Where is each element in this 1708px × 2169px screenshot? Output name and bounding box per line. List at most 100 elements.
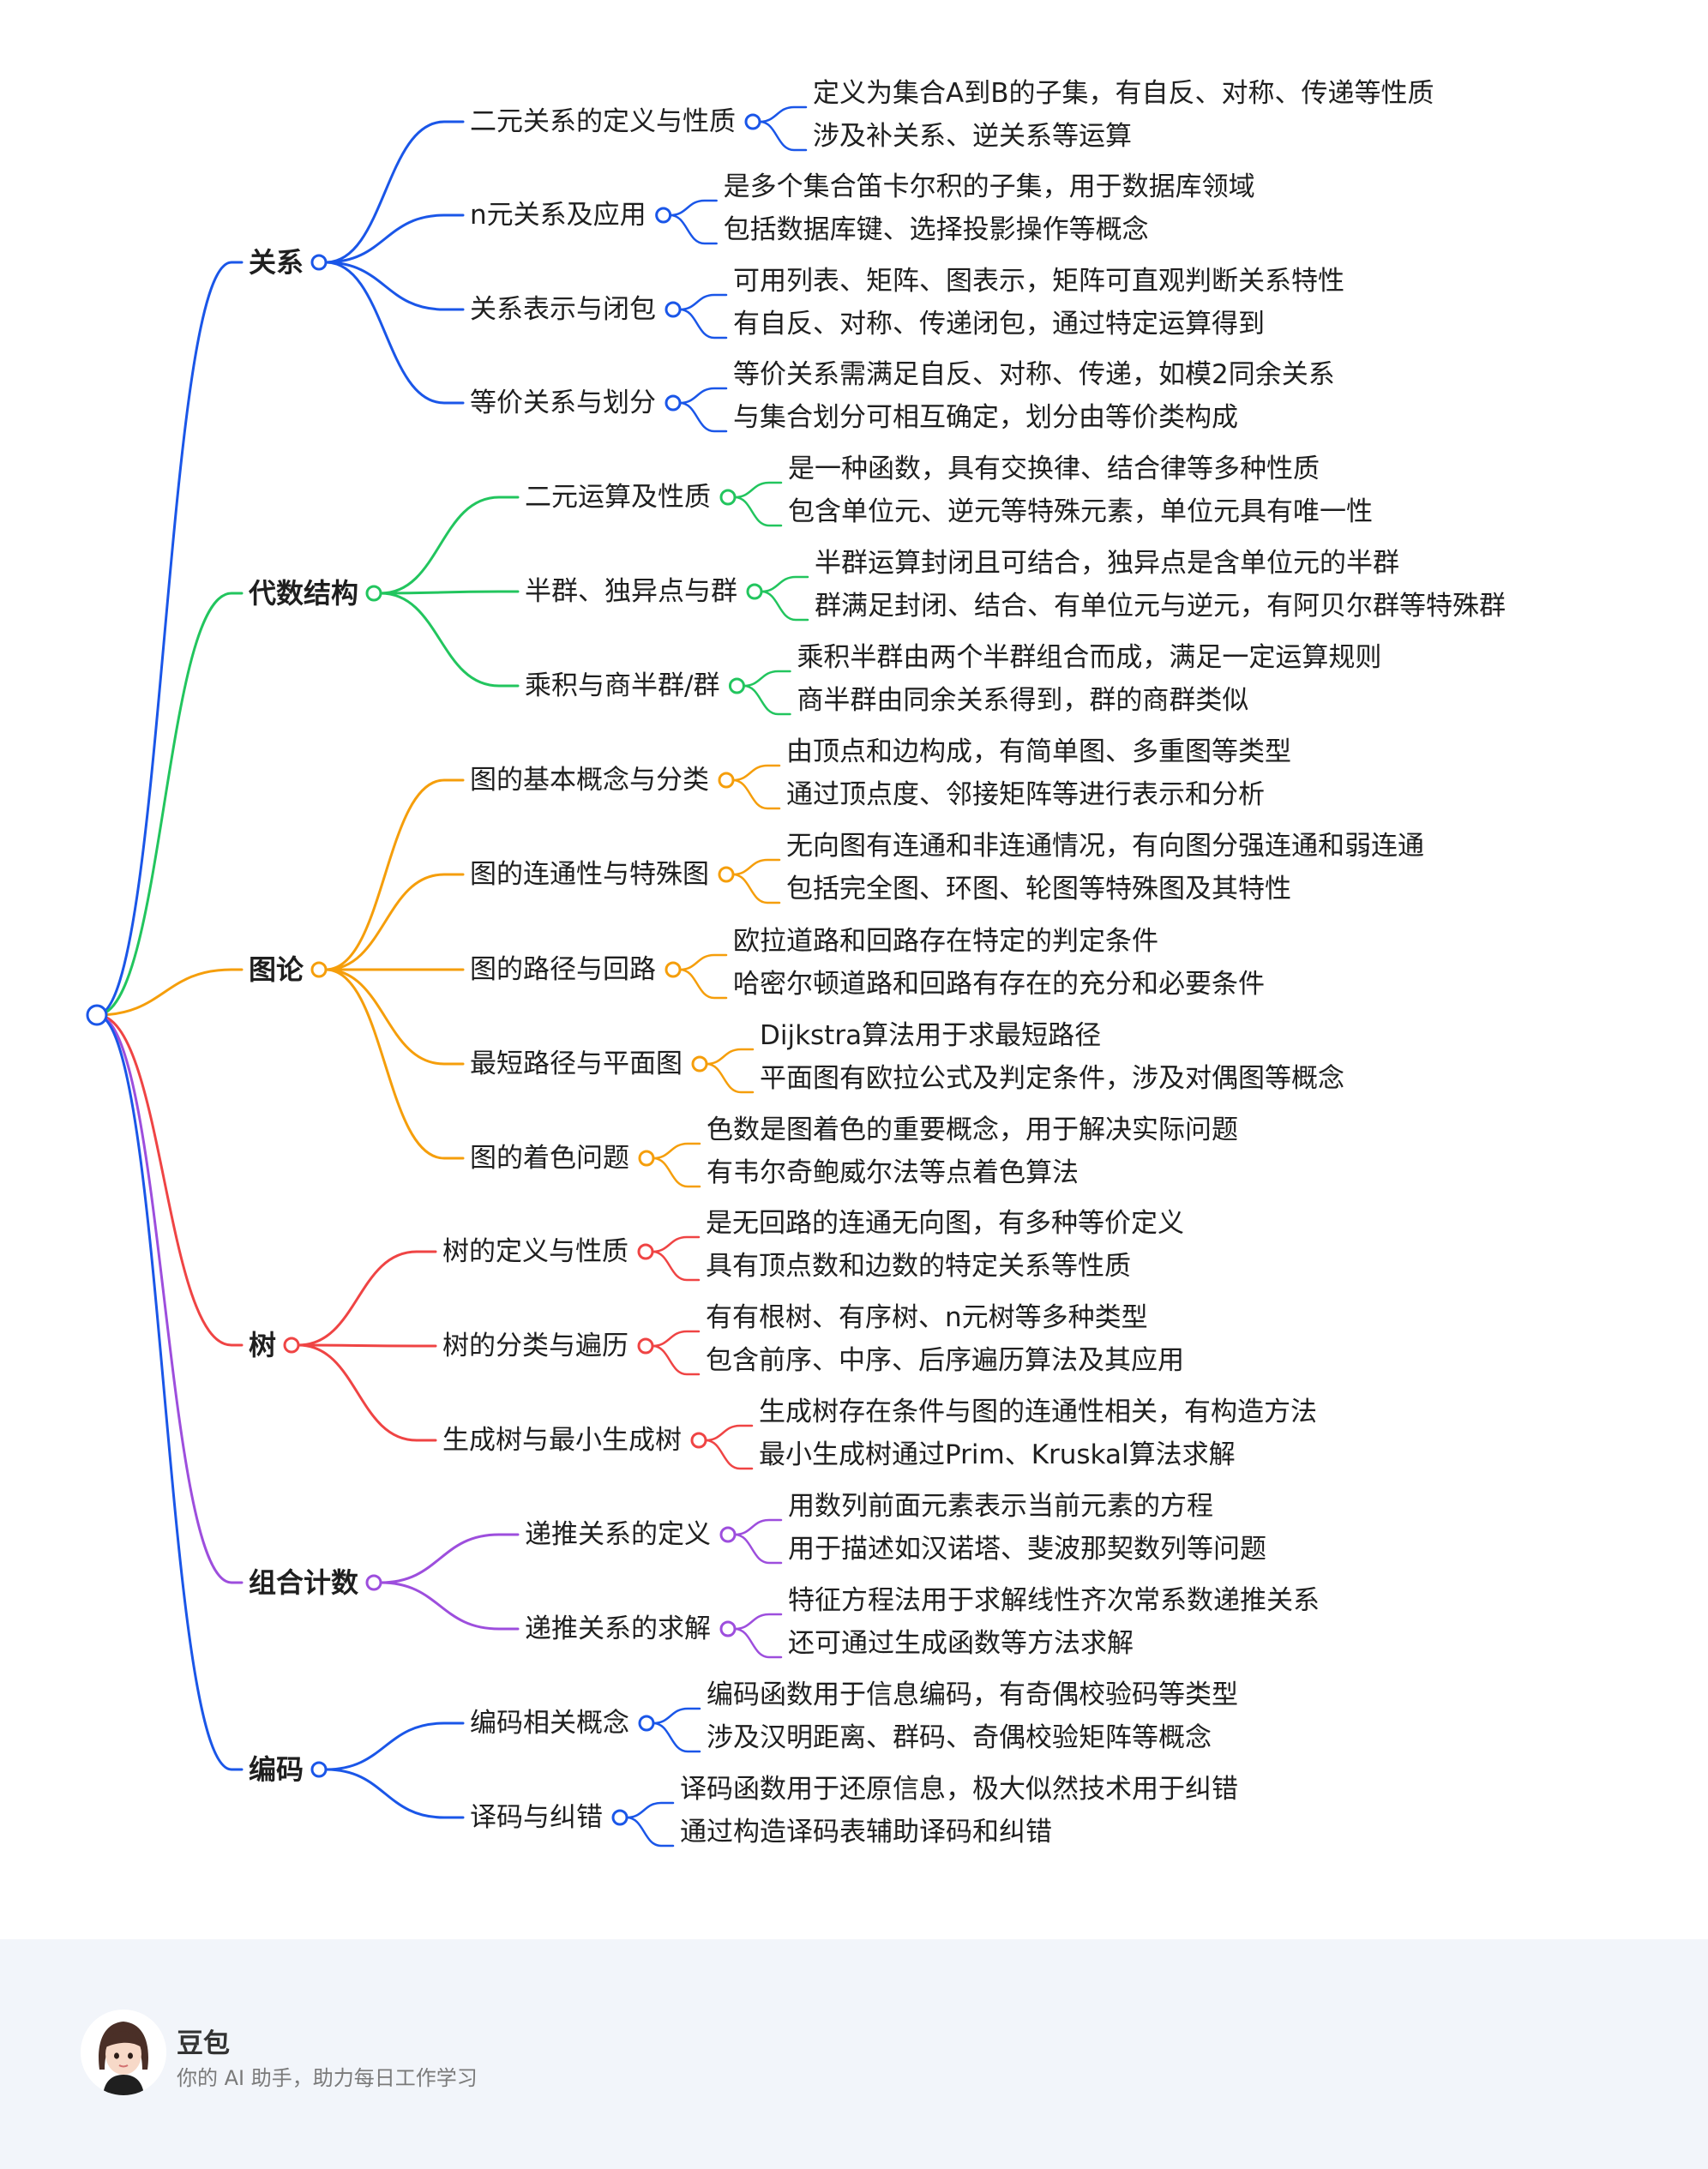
subtopic-toggle-node[interactable]: [637, 1337, 654, 1355]
branch-link: [379, 1533, 520, 1584]
subtopic-toggle-node[interactable]: [665, 394, 682, 412]
leaf-label: 有自反、对称、传递闭包，通过特定运算得到: [732, 309, 1265, 339]
subtopic-toggle-node[interactable]: [638, 1150, 655, 1167]
branch-link: [705, 1048, 755, 1066]
subtopic-label: n元关系及应用: [470, 200, 647, 231]
branch-link: [652, 1721, 701, 1753]
subtopic-label: 编码相关概念: [470, 1708, 629, 1739]
branch-link: [760, 590, 809, 622]
category-toggle-node[interactable]: [310, 1761, 328, 1778]
category-toggle-node[interactable]: [365, 1574, 382, 1591]
leaf-label: 可用列表、矩阵、图表示，矩阵可直观判断关系特性: [732, 266, 1344, 297]
leaf-label: 定义为集合A到B的子集，有自反、对称、传递等性质: [812, 78, 1434, 109]
leaf-label: 有韦尔奇鲍威尔法等点着色算法: [706, 1157, 1079, 1188]
subtopic-label: 译码与纠错: [470, 1802, 603, 1833]
category-label: 图论: [249, 953, 304, 986]
subtopic-toggle-node[interactable]: [719, 1620, 737, 1637]
category-toggle-node[interactable]: [283, 1337, 300, 1354]
subtopic-toggle-node[interactable]: [719, 489, 737, 506]
category-label: 代数结构: [249, 577, 359, 610]
branch-link: [758, 105, 808, 123]
branch-link: [297, 1343, 437, 1442]
subtopic-label: 递推关系的求解: [525, 1613, 711, 1644]
subtopic-toggle-node[interactable]: [744, 113, 761, 130]
category-toggle-node[interactable]: [310, 254, 328, 271]
branch-link: [651, 1235, 701, 1253]
category-label: 编码: [249, 1753, 304, 1786]
branch-link: [652, 1707, 701, 1725]
leaf-label: 等价关系需满足自反、对称、传递，如模2同余关系: [732, 359, 1335, 390]
leaf-label: Dijkstra算法用于求最短路径: [759, 1020, 1102, 1051]
category-toggle-node[interactable]: [310, 961, 328, 978]
leaf-label: 色数是图着色的重要概念，用于解决实际问题: [706, 1115, 1238, 1145]
branch-link: [625, 1816, 675, 1848]
subtopic-toggle-node[interactable]: [746, 583, 763, 600]
branch-link: [324, 968, 465, 1066]
leaf-label: 乘积半群由两个半群组合而成，满足一定运算规则: [797, 642, 1382, 673]
subtopic-toggle-node[interactable]: [665, 301, 682, 318]
subtopic-label: 生成树与最小生成树: [442, 1425, 682, 1456]
subtopic-toggle-node[interactable]: [655, 207, 672, 224]
brand-name: 豆包: [177, 2028, 230, 2059]
footer: 豆包 你的 AI 助手，助力每日工作学习: [0, 1939, 1708, 2169]
branch-link: [379, 496, 520, 595]
subtopic-label: 二元运算及性质: [525, 482, 711, 513]
leaf-label: 包括数据库键、选择投影操作等概念: [723, 214, 1149, 245]
subtopic-toggle-node[interactable]: [728, 677, 745, 694]
branch-link: [704, 1424, 754, 1442]
branch-link: [669, 199, 718, 217]
brand-tagline: 你的 AI 助手，助力每日工作学习: [177, 2066, 478, 2090]
branch-link: [731, 858, 781, 876]
branch-link: [652, 1142, 701, 1160]
subtopic-toggle-node[interactable]: [718, 866, 735, 883]
branch-link: [324, 261, 465, 311]
category-label: 关系: [249, 246, 304, 279]
leaf-label: 还可通过生成函数等方法求解: [787, 1628, 1134, 1659]
branch-link: [651, 1250, 701, 1282]
leaf-label: 无向图有连通和非连通情况，有向图分强连通和弱连通: [785, 831, 1424, 862]
branch-link: [324, 261, 465, 405]
leaf-label: 涉及补关系、逆关系等运算: [812, 121, 1132, 152]
branch-link: [733, 1613, 783, 1631]
branch-link: [651, 1330, 701, 1348]
branch-link: [731, 764, 781, 782]
subtopic-toggle-node[interactable]: [665, 961, 682, 978]
subtopic-toggle-node[interactable]: [691, 1055, 708, 1072]
leaf-label: 半群运算封闭且可结合，独异点是含单位元的半群: [814, 548, 1399, 579]
leaf-label: 包含前序、中序、后序遍历算法及其应用: [705, 1345, 1184, 1376]
leaf-label: 欧拉道路和回路存在特定的判定条件: [732, 926, 1158, 957]
subtopic-toggle-node[interactable]: [611, 1809, 628, 1826]
subtopic-label: 乘积与商半群/群: [525, 670, 720, 701]
leaf-label: 商半群由同余关系得到，群的商群类似: [797, 685, 1249, 716]
subtopic-toggle-node[interactable]: [637, 1243, 654, 1260]
subtopic-toggle-node[interactable]: [718, 772, 735, 789]
leaf-label: 与集合划分可相互确定，划分由等价类构成: [732, 402, 1238, 433]
subtopic-toggle-node[interactable]: [690, 1432, 707, 1449]
branch-link: [324, 1768, 465, 1819]
leaf-label: 由顶点和边构成，有简单图、多重图等类型: [785, 736, 1291, 767]
branch-link: [95, 592, 244, 1017]
branch-link: [678, 308, 728, 339]
avatar: [81, 2010, 166, 2095]
branch-link: [625, 1801, 675, 1819]
category-label: 组合计数: [249, 1566, 359, 1599]
subtopic-label: 图的连通性与特殊图: [470, 859, 709, 890]
leaf-label: 特征方程法用于求解线性齐次常系数递推关系: [787, 1585, 1320, 1616]
leaf-label: 包括完全图、环图、轮图等特殊图及其特性: [785, 874, 1291, 904]
branch-link: [652, 1157, 701, 1188]
leaf-label: 包含单位元、逆元等特殊元素，单位元具有唯一性: [787, 496, 1373, 527]
subtopic-label: 图的基本概念与分类: [470, 765, 709, 796]
leaf-label: 涉及汉明距离、群码、奇偶校验矩阵等概念: [706, 1722, 1212, 1753]
branch-link: [297, 1250, 437, 1347]
branch-link: [678, 293, 728, 311]
category-toggle-node[interactable]: [365, 585, 382, 602]
subtopic-label: 图的着色问题: [470, 1143, 629, 1174]
leaf-label: 哈密尔顿道路和回路有存在的充分和必要条件: [732, 969, 1265, 1000]
branch-link: [324, 968, 465, 1160]
subtopic-label: 树的定义与性质: [442, 1236, 628, 1267]
root-node[interactable]: [86, 1004, 108, 1026]
mind-map: 关系二元关系的定义与性质定义为集合A到B的子集，有自反、对称、传递等性质涉及补关…: [86, 78, 1506, 1848]
leaf-label: 译码函数用于还原信息，极大似然技术用于纠错: [679, 1774, 1238, 1805]
subtopic-toggle-node[interactable]: [638, 1715, 655, 1732]
subtopic-toggle-node[interactable]: [719, 1526, 737, 1543]
